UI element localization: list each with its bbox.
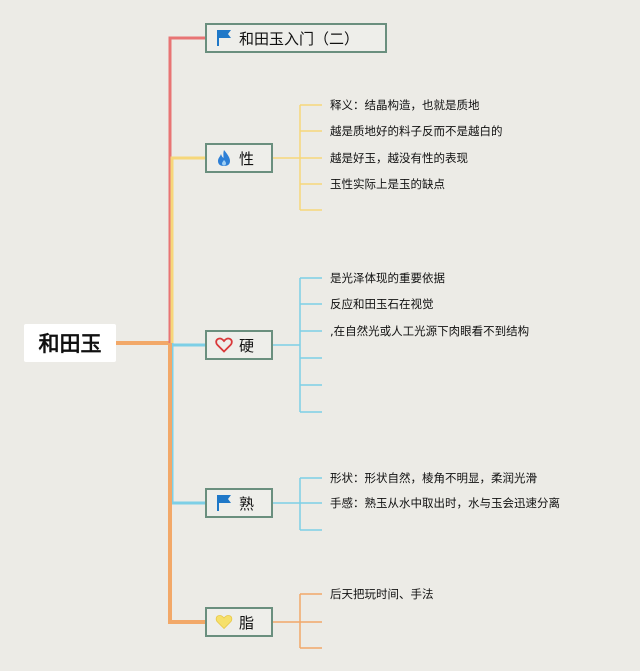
heart-icon — [215, 336, 233, 354]
connector-xing — [170, 156, 205, 343]
leaf-ying-2: 反应和田玉石在视觉 — [330, 297, 434, 311]
leaf-xing-3: 越是好玉，越没有性的表现 — [330, 151, 468, 165]
xing-leaf-lines — [273, 104, 322, 211]
leaf-xing-4: 玉性实际上是玉的缺点 — [330, 177, 445, 191]
shu-leaf-lines — [273, 477, 322, 531]
node-intro[interactable]: 和田玉入门（二） — [205, 23, 387, 53]
leaf-zhi-1: 后天把玩时间、手法 — [330, 587, 434, 601]
node-ying[interactable]: 硬 — [205, 330, 273, 360]
flag-icon — [215, 29, 233, 47]
node-xing[interactable]: 性 — [205, 143, 273, 173]
leaf-xing-2: 越是质地好的料子反而不是越白的 — [330, 124, 503, 138]
leaf-ying-1: 是光泽体现的重要依据 — [330, 271, 445, 285]
flame-icon — [215, 149, 233, 167]
node-xing-label: 性 — [239, 149, 255, 168]
root-node[interactable]: 和田玉 — [24, 324, 116, 362]
leaf-xing-1: 释义：结晶构造，也就是质地 — [330, 98, 480, 112]
node-shu[interactable]: 熟 — [205, 488, 273, 518]
node-zhi[interactable]: 脂 — [205, 607, 273, 637]
connector-shu — [170, 343, 205, 505]
flag-icon — [215, 494, 233, 512]
ying-leaf-lines — [273, 277, 322, 413]
node-ying-label: 硬 — [239, 336, 255, 355]
node-intro-label: 和田玉入门（二） — [239, 29, 360, 48]
root-label: 和田玉 — [38, 332, 102, 356]
node-shu-label: 熟 — [239, 494, 255, 513]
connector-zhi — [168, 343, 205, 624]
leaf-ying-3: ,在自然光或人工光源下肉眼看不到结构 — [330, 324, 530, 338]
leaf-shu-1: 形状：形状自然，棱角不明显，柔润光滑 — [330, 471, 537, 485]
leaf-shu-2: 手感：熟玉从水中取出时，水与玉会迅速分离 — [330, 496, 560, 510]
heart-icon — [215, 613, 233, 631]
node-zhi-label: 脂 — [239, 613, 255, 632]
connector-intro — [168, 36, 205, 343]
zhi-leaf-lines — [273, 593, 322, 649]
